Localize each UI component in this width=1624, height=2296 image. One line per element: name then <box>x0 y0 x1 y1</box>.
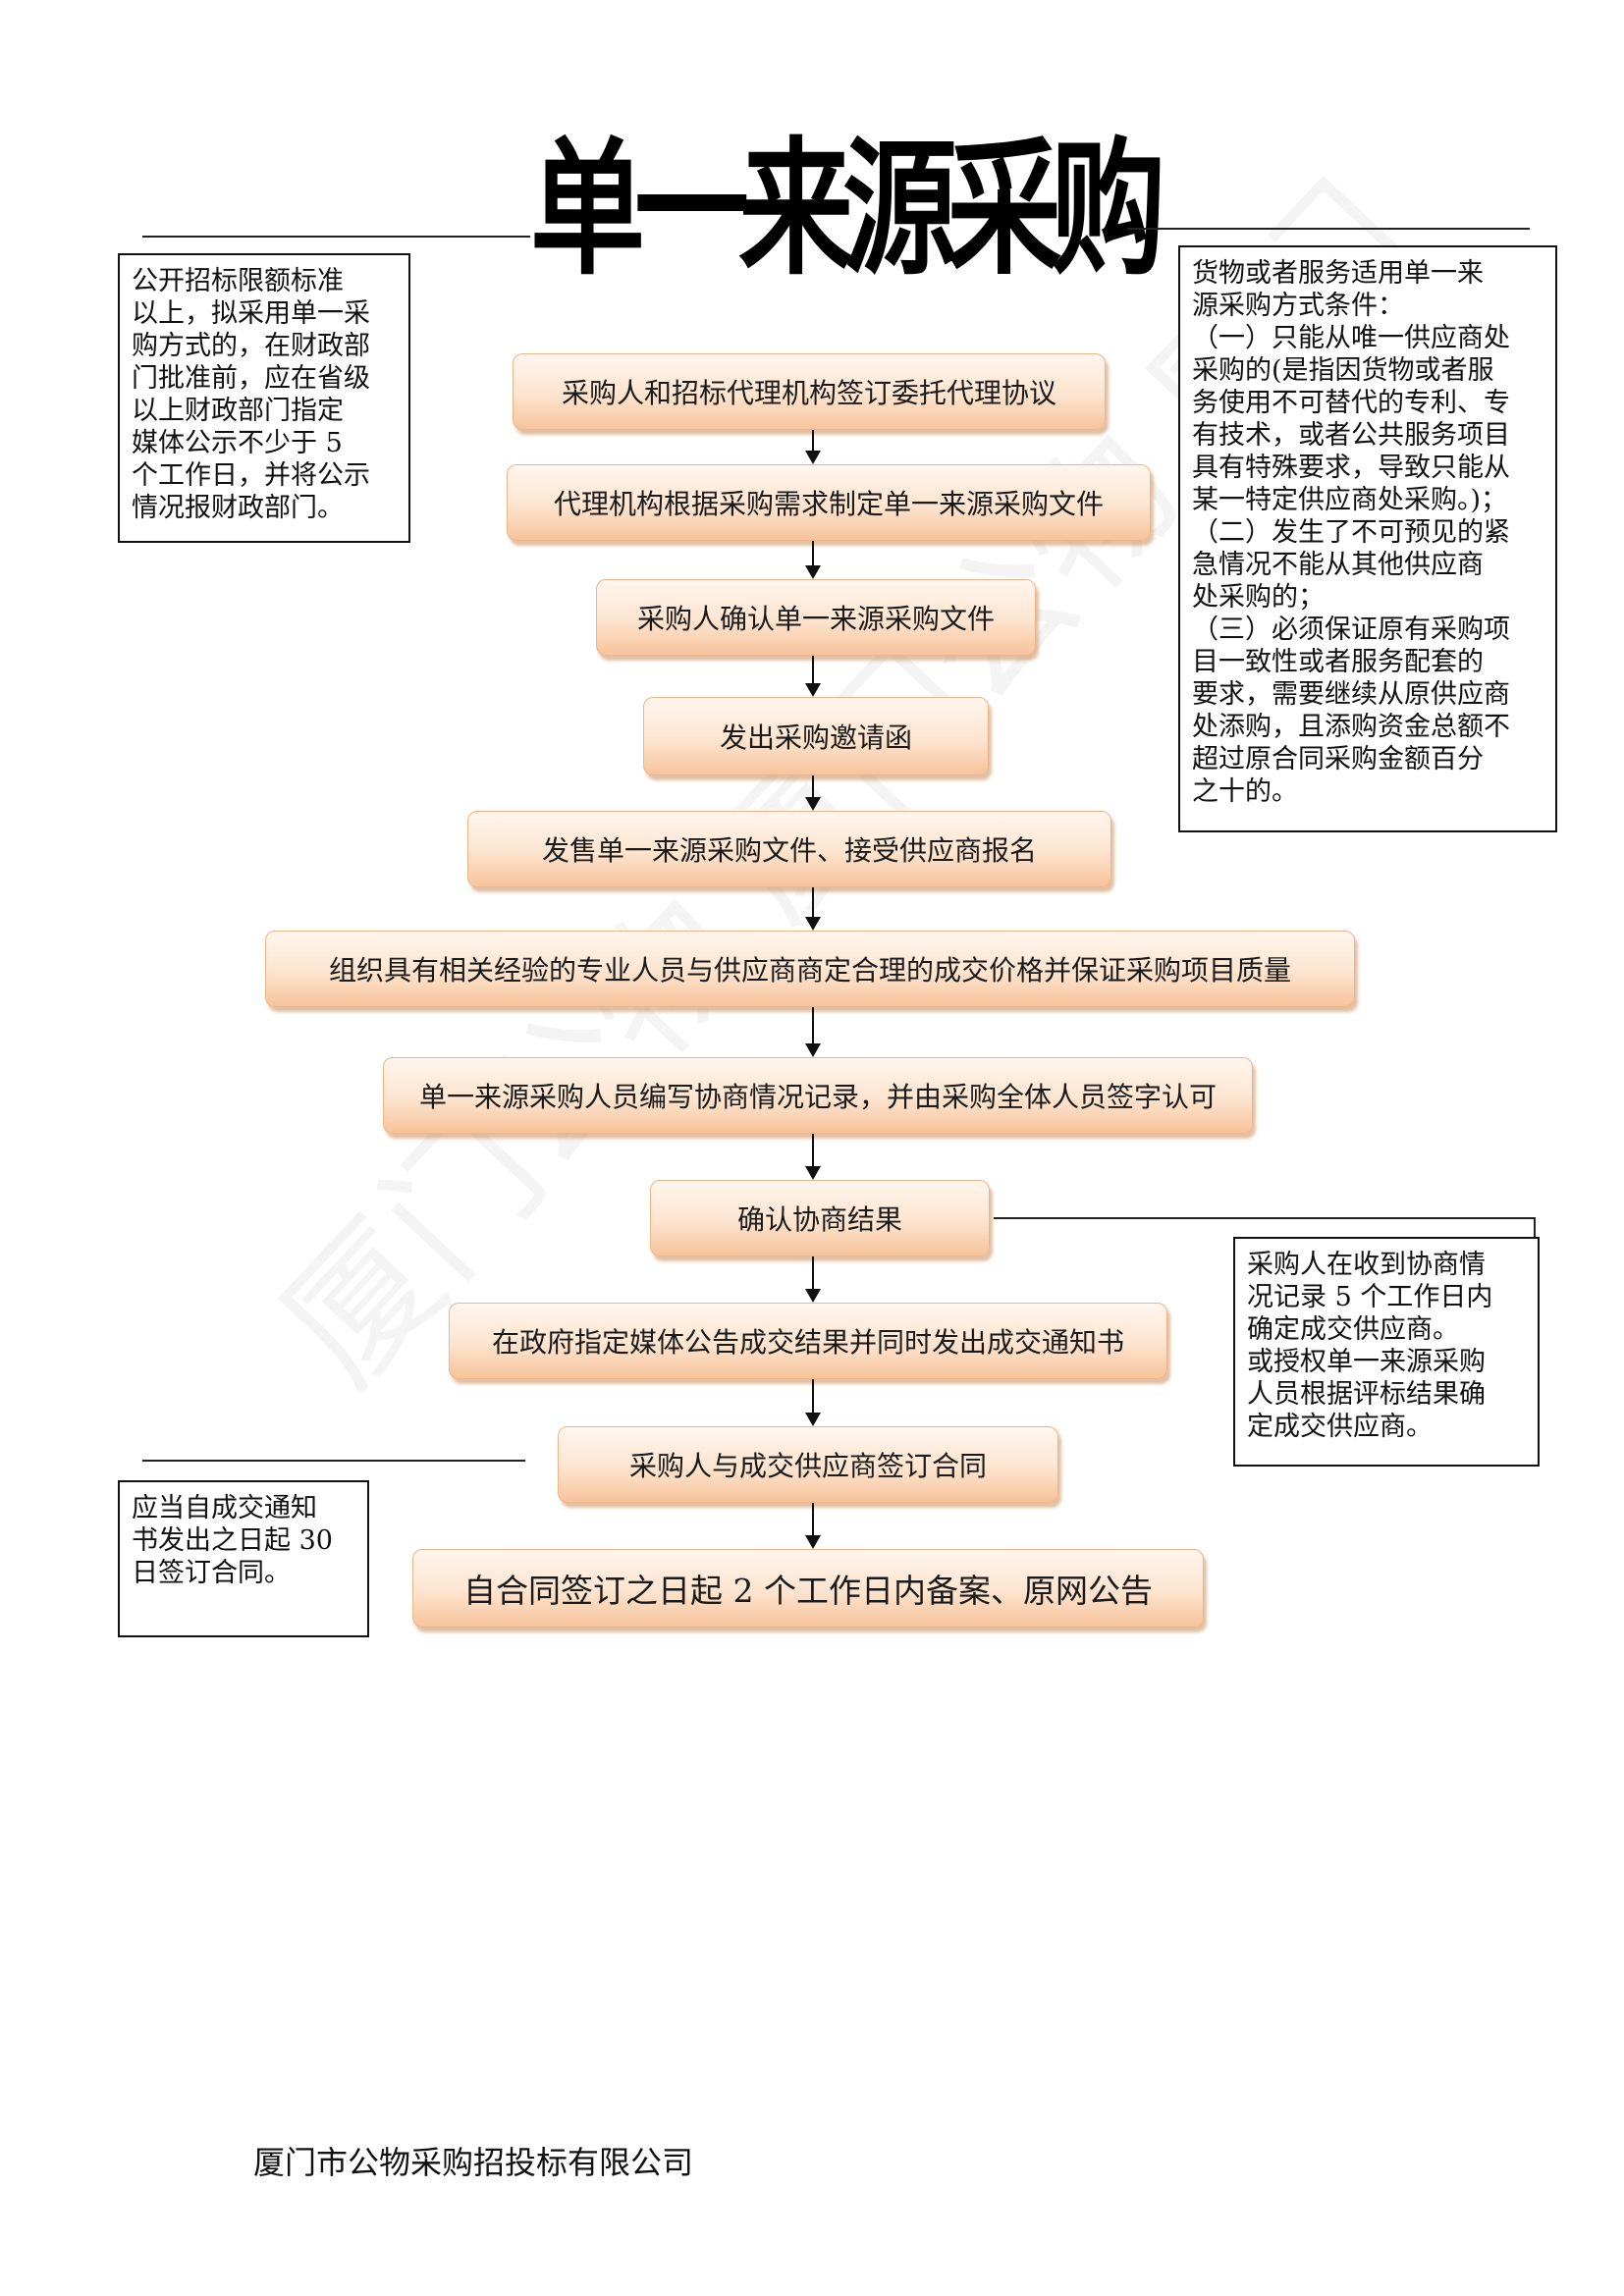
note-contract-deadline: 应当自成交通知 书发出之日起 30 日签订合同。 <box>118 1480 369 1637</box>
step-issue-invitation: 发出采购邀请函 <box>643 697 989 775</box>
step-publish-award-notice: 在政府指定媒体公告成交结果并同时发出成交通知书 <box>449 1303 1167 1379</box>
step-sign-agency-agreement: 采购人和招标代理机构签订委托代理协议 <box>513 353 1106 430</box>
connector-confirm-result <box>994 1217 1536 1219</box>
step-prepare-sourcing-documents: 代理机构根据采购需求制定单一来源采购文件 <box>507 464 1151 541</box>
step-confirm-sourcing-documents: 采购人确认单一来源采购文件 <box>596 579 1036 656</box>
step-sell-documents-registration: 发售单一来源采购文件、接受供应商报名 <box>467 811 1111 887</box>
step-negotiate-price-quality: 组织具有相关经验的专业人员与供应商商定合理的成交价格并保证采购项目质量 <box>265 931 1355 1007</box>
step-filing-and-announcement: 自合同签订之日起 2 个工作日内备案、原网公告 <box>412 1549 1204 1628</box>
title-rule-right <box>1127 228 1530 230</box>
note-supplier-confirmation: 采购人在收到协商情 况记录 5 个工作日内 确定成交供应商。 或授权单一来源采购… <box>1233 1237 1540 1467</box>
page-title: 单一来源采购 <box>530 123 1165 295</box>
step-confirm-negotiation-result: 确认协商结果 <box>650 1180 990 1256</box>
connector-sign-contract <box>142 1460 525 1462</box>
note-applicable-conditions: 货物或者服务适用单一来 源采购方式条件： （一）只能从唯一供应商处 采购的(是指… <box>1178 245 1557 832</box>
step-record-negotiation: 单一来源采购人员编写协商情况记录，并由采购全体人员签字认可 <box>383 1057 1253 1134</box>
title-rule-left <box>142 236 530 238</box>
footer-company-name: 厦门市公物采购招投标有限公司 <box>253 2144 694 2181</box>
connector-confirm-result-drop <box>1534 1217 1536 1237</box>
step-sign-contract: 采购人与成交供应商签订合同 <box>558 1426 1058 1503</box>
note-public-notice-requirement: 公开招标限额标准 以上，拟采用单一采 购方式的，在财政部 门批准前，应在省级 以… <box>118 253 410 543</box>
